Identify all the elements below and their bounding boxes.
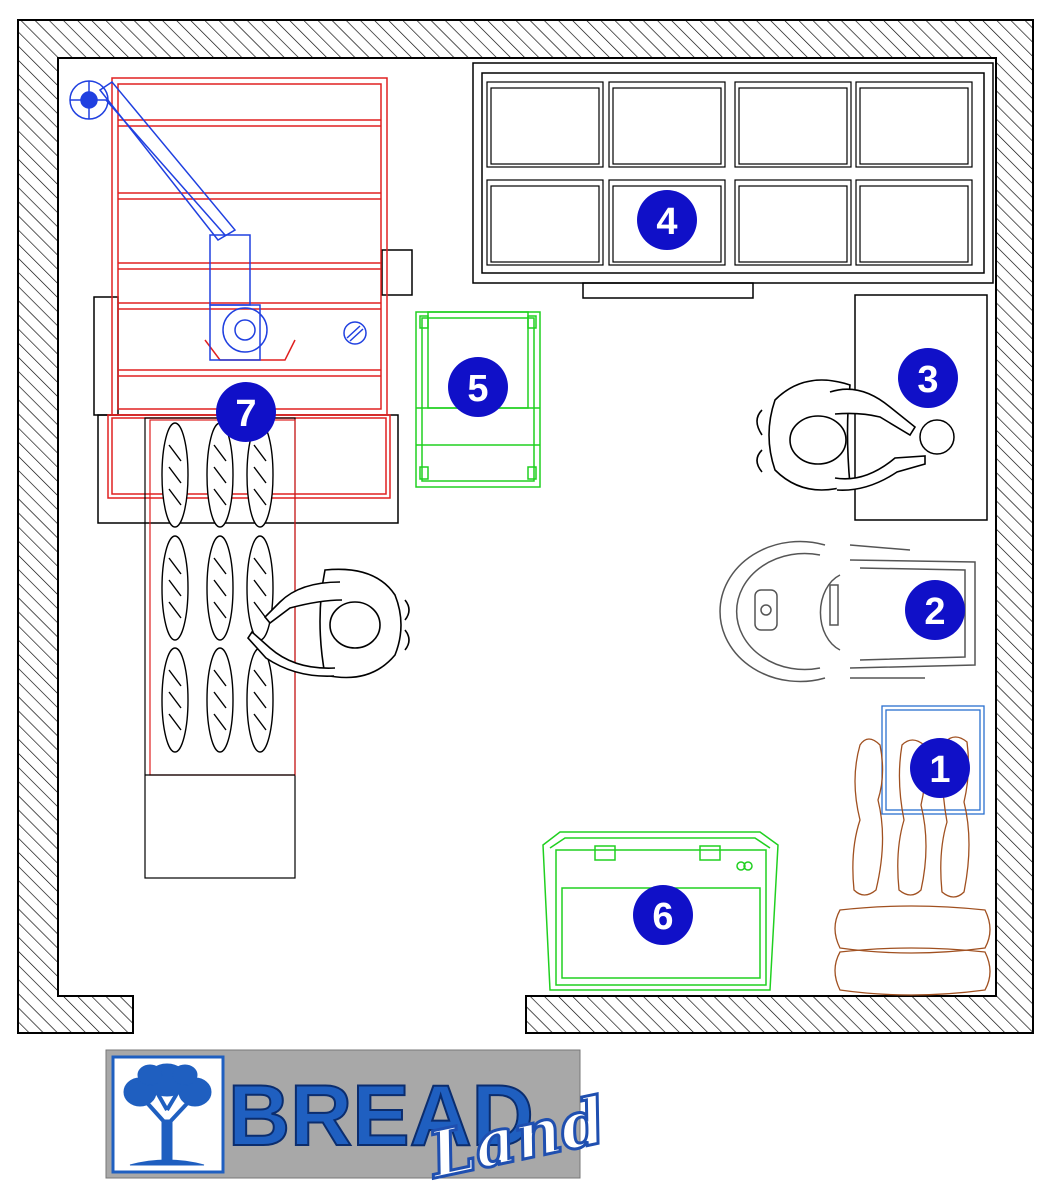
walls [17,19,1034,1034]
station-6-badge: 6 [633,885,693,945]
baguette-score [253,713,267,731]
baguette-score [213,579,227,597]
baguette-score [213,713,227,731]
station-2-badge: 2 [905,580,965,640]
oven-loader-belt [144,417,296,879]
worker-at-loader [246,568,410,679]
baguette-score [253,669,267,687]
svg-text:7: 7 [235,393,256,435]
proofer-rack-cabinet [472,62,994,299]
station-1-badge: 1 [910,738,970,798]
baguette-score [213,444,227,462]
svg-text:2: 2 [924,591,945,633]
baguette-score [168,669,182,687]
svg-text:3: 3 [917,359,938,401]
svg-text:5: 5 [467,368,488,410]
baguette-score [213,669,227,687]
svg-text:1: 1 [929,749,950,791]
baguette-score [213,466,227,484]
station-4-badge: 4 [637,190,697,250]
baguette-score [253,488,267,506]
baguette-score [253,691,267,709]
baguette-score [168,713,182,731]
svg-text:6: 6 [652,896,673,938]
spiral-mixer [719,540,976,683]
station-7-badge: 7 [216,382,276,442]
baguette-score [213,691,227,709]
baguette-score [168,557,182,575]
baguette-score [168,466,182,484]
oven-exhaust-hood [69,80,367,361]
baguette-score [213,557,227,575]
baguette-score [253,444,267,462]
baguette-score [168,691,182,709]
breadland-logo: BREAD Land [105,1049,614,1196]
baguette-score [253,466,267,484]
worker-at-divider [756,379,926,491]
logo-word-bread: BREAD [228,1068,534,1164]
baguette-score [213,488,227,506]
svg-text:4: 4 [656,201,677,243]
tree-icon [123,1063,212,1166]
baguette-score [168,579,182,597]
station-badges: 1 2 3 4 5 6 7 [216,190,970,945]
baguette-score [213,601,227,619]
baguette-score [253,579,267,597]
station-5-badge: 5 [448,357,508,417]
baguette-score [168,444,182,462]
station-3-badge: 3 [898,348,958,408]
baguette-score [168,488,182,506]
baguette-score [253,601,267,619]
baguette-score [168,601,182,619]
baguette-score [253,557,267,575]
dough-rest-table [834,705,991,996]
